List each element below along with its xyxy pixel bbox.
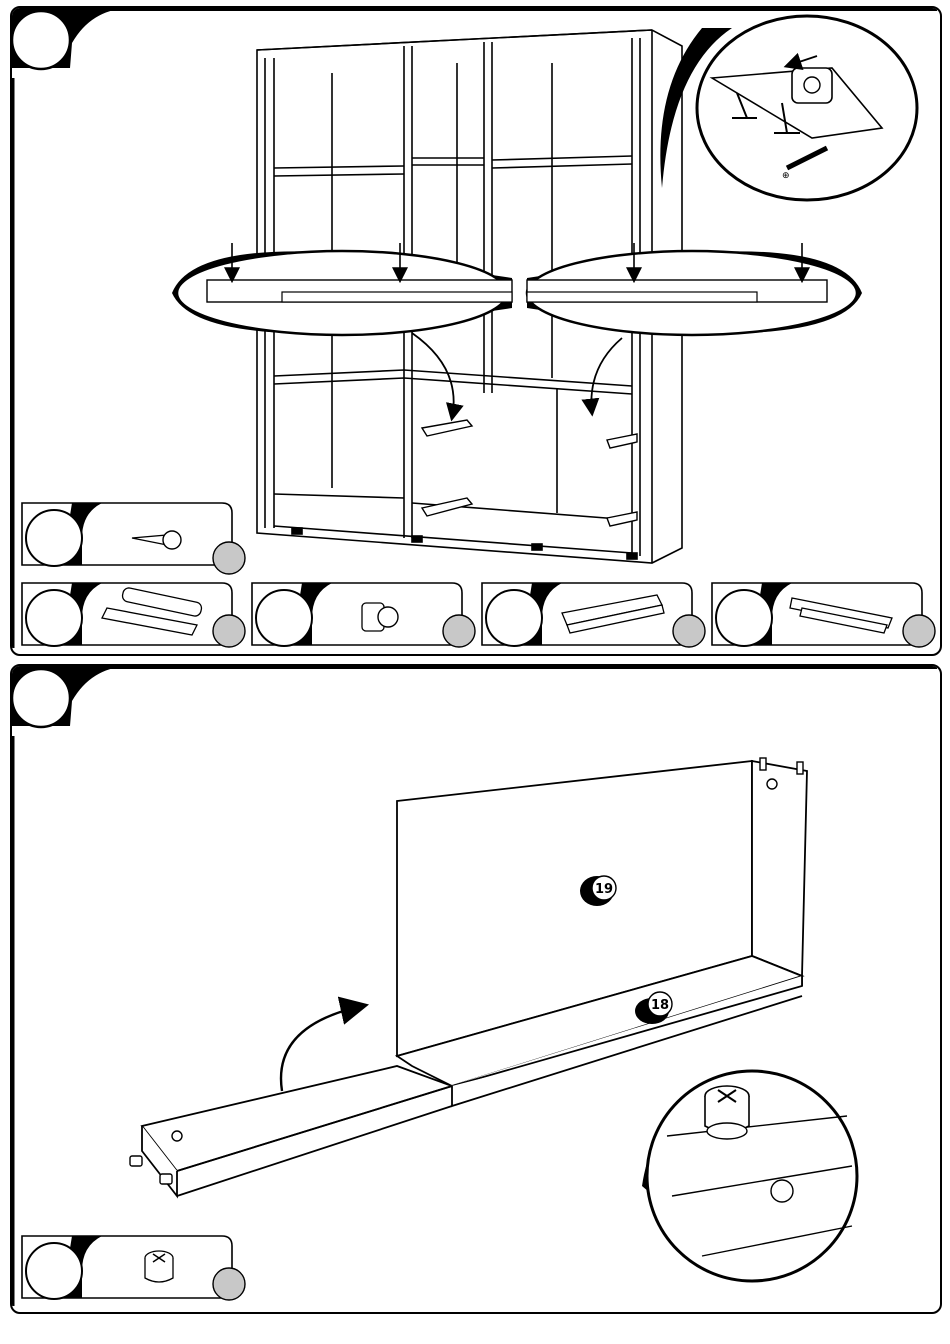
step-panel-bottom: 19 18 [10,664,942,1314]
step-bottom-illustration: 19 18 [12,666,939,1311]
cam-lock-icon [705,1086,749,1139]
part-card-euro-screw [252,583,475,647]
cam-lock-detail-callout [642,1071,857,1281]
part-card-screw [22,503,245,574]
part-card-runner-left [482,583,705,647]
catch-detail-callout: ⊕ [660,16,917,200]
svg-text:18: 18 [651,998,669,1013]
step-top-illustration: ⊕ [12,8,939,653]
part-card-runner-right [712,583,935,647]
svg-text:19: 19 [595,882,613,897]
screwdriver-icon: ⊕ [782,170,790,180]
step-panel-top: ⊕ [10,6,942,656]
part-card-cam-lock [22,1236,245,1300]
cam-lock-icon [145,1251,173,1282]
part-card-roller-catch [22,583,245,647]
